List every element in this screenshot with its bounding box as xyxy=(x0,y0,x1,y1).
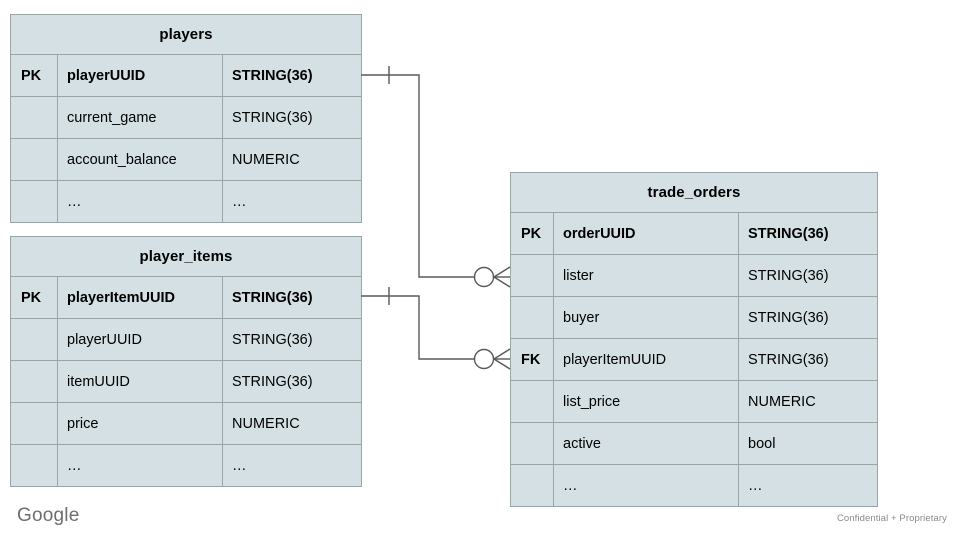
entity-player-items[interactable]: player_items PK playerItemUUID STRING(36… xyxy=(10,236,362,487)
row-key-badge xyxy=(10,138,58,181)
row-column-type: … xyxy=(222,180,362,223)
row-key-badge: PK xyxy=(10,276,58,319)
table-row[interactable]: current_game STRING(36) xyxy=(10,96,362,139)
row-column-name: buyer xyxy=(553,296,739,339)
row-key-badge xyxy=(10,318,58,361)
row-column-type: bool xyxy=(738,422,878,465)
table-row[interactable]: itemUUID STRING(36) xyxy=(10,360,362,403)
entity-title-trade-orders: trade_orders xyxy=(510,172,878,213)
crowsfoot-prong-1c xyxy=(493,276,511,288)
row-key-badge: PK xyxy=(510,212,554,255)
row-key-badge xyxy=(10,96,58,139)
row-key-badge xyxy=(510,422,554,465)
row-column-name: … xyxy=(57,180,223,223)
row-column-name: playerItemUUID xyxy=(57,276,223,319)
row-key-badge: FK xyxy=(510,338,554,381)
connector-line-1 xyxy=(361,74,474,278)
row-column-name: lister xyxy=(553,254,739,297)
row-column-type: … xyxy=(738,464,878,507)
table-row[interactable]: list_price NUMERIC xyxy=(510,380,878,423)
relationship-player-items-to-trade-orders xyxy=(361,287,511,370)
row-column-type: STRING(36) xyxy=(738,254,878,297)
row-key-badge xyxy=(10,180,58,223)
entity-title-player-items: player_items xyxy=(10,236,362,277)
table-row[interactable]: … … xyxy=(10,444,362,487)
row-column-name: itemUUID xyxy=(57,360,223,403)
row-column-type: STRING(36) xyxy=(222,360,362,403)
row-column-type: STRING(36) xyxy=(222,54,362,97)
table-row[interactable]: … … xyxy=(10,180,362,223)
cardinality-zero-circle-2 xyxy=(473,348,495,370)
row-key-badge xyxy=(510,380,554,423)
table-row[interactable]: playerUUID STRING(36) xyxy=(10,318,362,361)
row-column-type: STRING(36) xyxy=(738,212,878,255)
relationship-players-to-trade-orders xyxy=(361,66,511,288)
google-logo: Google xyxy=(17,505,80,526)
table-row[interactable]: FK playerItemUUID STRING(36) xyxy=(510,338,878,381)
entity-title-row: player_items xyxy=(10,236,362,277)
row-column-type: STRING(36) xyxy=(738,296,878,339)
table-row[interactable]: PK playerItemUUID STRING(36) xyxy=(10,276,362,319)
table-row[interactable]: account_balance NUMERIC xyxy=(10,138,362,181)
entity-title-row: trade_orders xyxy=(510,172,878,213)
entity-title-players: players xyxy=(10,14,362,55)
table-row[interactable]: PK playerUUID STRING(36) xyxy=(10,54,362,97)
row-column-type: STRING(36) xyxy=(222,96,362,139)
cardinality-zero-circle-1 xyxy=(473,266,495,288)
row-key-badge xyxy=(10,444,58,487)
confidentiality-note: Confidential + Proprietary xyxy=(836,513,947,524)
row-column-name: active xyxy=(553,422,739,465)
row-column-name: price xyxy=(57,402,223,445)
row-column-name: orderUUID xyxy=(553,212,739,255)
row-column-type: … xyxy=(222,444,362,487)
row-key-badge: PK xyxy=(10,54,58,97)
row-column-type: STRING(36) xyxy=(738,338,878,381)
row-column-name: playerUUID xyxy=(57,318,223,361)
row-column-name: current_game xyxy=(57,96,223,139)
table-row[interactable]: lister STRING(36) xyxy=(510,254,878,297)
table-row[interactable]: PK orderUUID STRING(36) xyxy=(510,212,878,255)
row-column-name: … xyxy=(57,444,223,487)
crowsfoot-prong-2c xyxy=(493,358,511,370)
table-row[interactable]: price NUMERIC xyxy=(10,402,362,445)
row-column-type: STRING(36) xyxy=(222,276,362,319)
entity-players[interactable]: players PK playerUUID STRING(36) current… xyxy=(10,14,362,223)
table-row[interactable]: active bool xyxy=(510,422,878,465)
row-column-name: … xyxy=(553,464,739,507)
table-row[interactable]: buyer STRING(36) xyxy=(510,296,878,339)
connector-line-2 xyxy=(361,295,474,360)
row-column-name: list_price xyxy=(553,380,739,423)
row-key-badge xyxy=(510,296,554,339)
row-key-badge xyxy=(10,402,58,445)
row-column-name: playerUUID xyxy=(57,54,223,97)
row-key-badge xyxy=(10,360,58,403)
row-key-badge xyxy=(510,464,554,507)
crowsfoot-prong-1b xyxy=(493,266,511,278)
row-column-name: playerItemUUID xyxy=(553,338,739,381)
row-column-type: NUMERIC xyxy=(222,138,362,181)
row-column-name: account_balance xyxy=(57,138,223,181)
entity-title-row: players xyxy=(10,14,362,55)
row-column-type: NUMERIC xyxy=(222,402,362,445)
row-key-badge xyxy=(510,254,554,297)
row-column-type: NUMERIC xyxy=(738,380,878,423)
entity-trade-orders[interactable]: trade_orders PK orderUUID STRING(36) lis… xyxy=(510,172,878,507)
crowsfoot-prong-2b xyxy=(493,348,511,360)
row-column-type: STRING(36) xyxy=(222,318,362,361)
table-row[interactable]: … … xyxy=(510,464,878,507)
